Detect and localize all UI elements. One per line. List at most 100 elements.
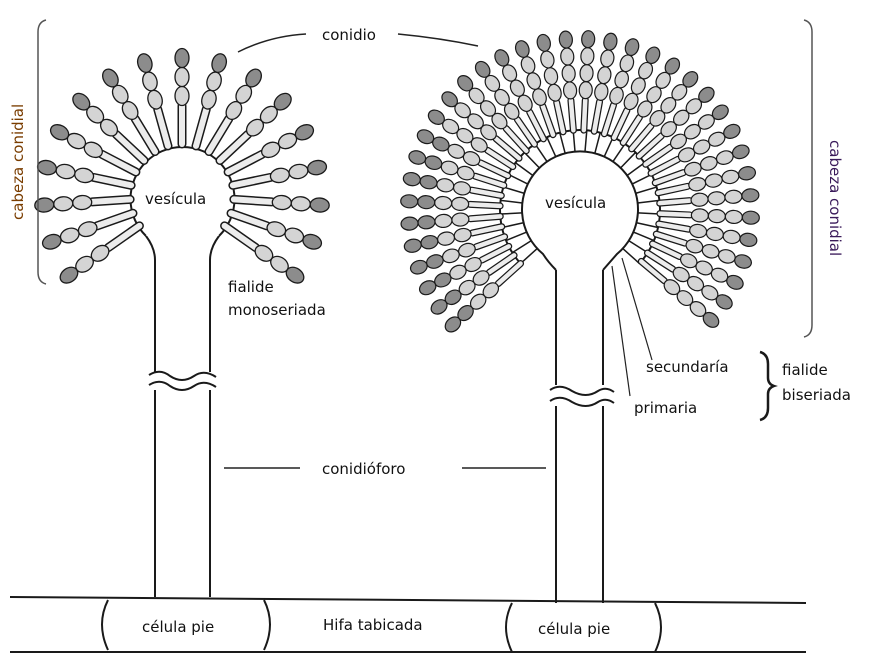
- conidium: [599, 49, 615, 68]
- conidium: [175, 68, 189, 87]
- secondary-phialide: [470, 204, 500, 206]
- conidium: [401, 216, 419, 230]
- phialide: [135, 119, 155, 151]
- metula-divider: [627, 163, 645, 176]
- conidium: [618, 53, 636, 73]
- conidium: [205, 70, 224, 92]
- conidium: [559, 31, 573, 49]
- label-fialide: fialide: [228, 278, 274, 296]
- conidium: [683, 160, 703, 178]
- right-break-1: [550, 387, 614, 395]
- conidium: [402, 171, 421, 187]
- left-break-2: [149, 382, 216, 390]
- conidium: [580, 64, 594, 82]
- metula-divider: [623, 249, 639, 264]
- label-monoseriada: monoseriada: [228, 301, 326, 319]
- conidium: [409, 258, 429, 276]
- leader-primaria: [612, 266, 630, 396]
- left-stalk-neck-l: [146, 236, 155, 260]
- conidium: [561, 64, 575, 82]
- conidium: [434, 196, 452, 210]
- conidium: [272, 195, 292, 210]
- label-celula-pie-right: célula pie: [538, 620, 610, 638]
- conidium: [440, 159, 460, 177]
- conidium: [725, 210, 743, 224]
- label-conidioforo: conidióforo: [322, 460, 405, 478]
- conidium: [400, 194, 418, 208]
- conidium: [704, 172, 723, 188]
- conidium: [721, 169, 740, 185]
- metula-divider: [638, 200, 660, 203]
- phialide: [92, 199, 130, 201]
- label-vesicula-right: vesícula: [545, 194, 606, 212]
- metula-divider: [636, 187, 657, 193]
- conidium: [456, 164, 476, 182]
- conidium: [436, 230, 455, 246]
- phialide: [234, 199, 272, 201]
- metula-divider: [634, 232, 654, 240]
- conidium: [210, 52, 229, 74]
- label-fialide-biseriada-1: fialide: [782, 361, 828, 379]
- phialide: [228, 154, 262, 172]
- metula-divider: [620, 152, 635, 168]
- secondary-phialide: [571, 100, 573, 130]
- conidium: [531, 87, 549, 107]
- septum-2: [264, 600, 270, 650]
- secondary-phialide: [472, 227, 501, 233]
- label-hifa-tabicada: Hifa tabicada: [323, 616, 423, 634]
- conidium: [417, 215, 435, 229]
- conidium: [560, 48, 574, 66]
- right-conidial-head: [400, 30, 759, 335]
- metula-divider: [500, 213, 522, 214]
- metula-divider: [506, 232, 526, 240]
- septum-1: [102, 600, 108, 650]
- metula-divider: [547, 137, 556, 157]
- conidium: [55, 163, 76, 181]
- conidium: [420, 234, 439, 250]
- phialide: [102, 154, 136, 172]
- metula-divider: [560, 133, 566, 154]
- secondary-phialide: [470, 216, 500, 218]
- conidium: [705, 226, 724, 242]
- label-cabeza-conidial-left: cabeza conidial: [9, 104, 27, 220]
- metula-divider: [585, 130, 587, 152]
- conidium: [175, 87, 189, 106]
- secondary-phialide: [658, 186, 687, 192]
- conidium: [441, 247, 461, 265]
- conidium: [36, 159, 57, 177]
- secondary-phialide: [584, 100, 585, 130]
- right-bracket: [804, 20, 812, 337]
- conidium: [58, 226, 81, 246]
- conidium: [136, 52, 155, 74]
- conidium: [72, 195, 92, 210]
- conidium: [425, 253, 445, 271]
- secondary-phialide: [594, 102, 599, 132]
- brace-line: [760, 352, 774, 420]
- conidium: [741, 188, 759, 202]
- conidium: [580, 47, 594, 65]
- conidium: [291, 196, 311, 211]
- conidium: [434, 214, 452, 228]
- conidium: [742, 211, 760, 225]
- conidium: [691, 209, 709, 223]
- conidium: [691, 193, 709, 207]
- secondary-phialide: [660, 201, 690, 204]
- metula-divider: [595, 133, 601, 154]
- conidium: [536, 33, 552, 52]
- conidium: [724, 190, 742, 204]
- left-conidiophore: [146, 236, 219, 597]
- conidium: [579, 81, 593, 99]
- phialide: [94, 177, 131, 185]
- leader-conidio-left: [238, 34, 306, 52]
- conidium: [519, 55, 537, 75]
- phialide: [116, 134, 144, 160]
- metula-divider: [512, 241, 531, 253]
- right-bracket-line: [804, 20, 812, 337]
- leader-conidio-right: [398, 34, 478, 46]
- leader-secundaria: [622, 258, 652, 360]
- conidium: [453, 227, 472, 243]
- hypha-top-wall: [10, 597, 806, 603]
- conidium: [283, 226, 306, 246]
- biseriada-brace: [760, 352, 774, 420]
- septum-4: [655, 603, 661, 652]
